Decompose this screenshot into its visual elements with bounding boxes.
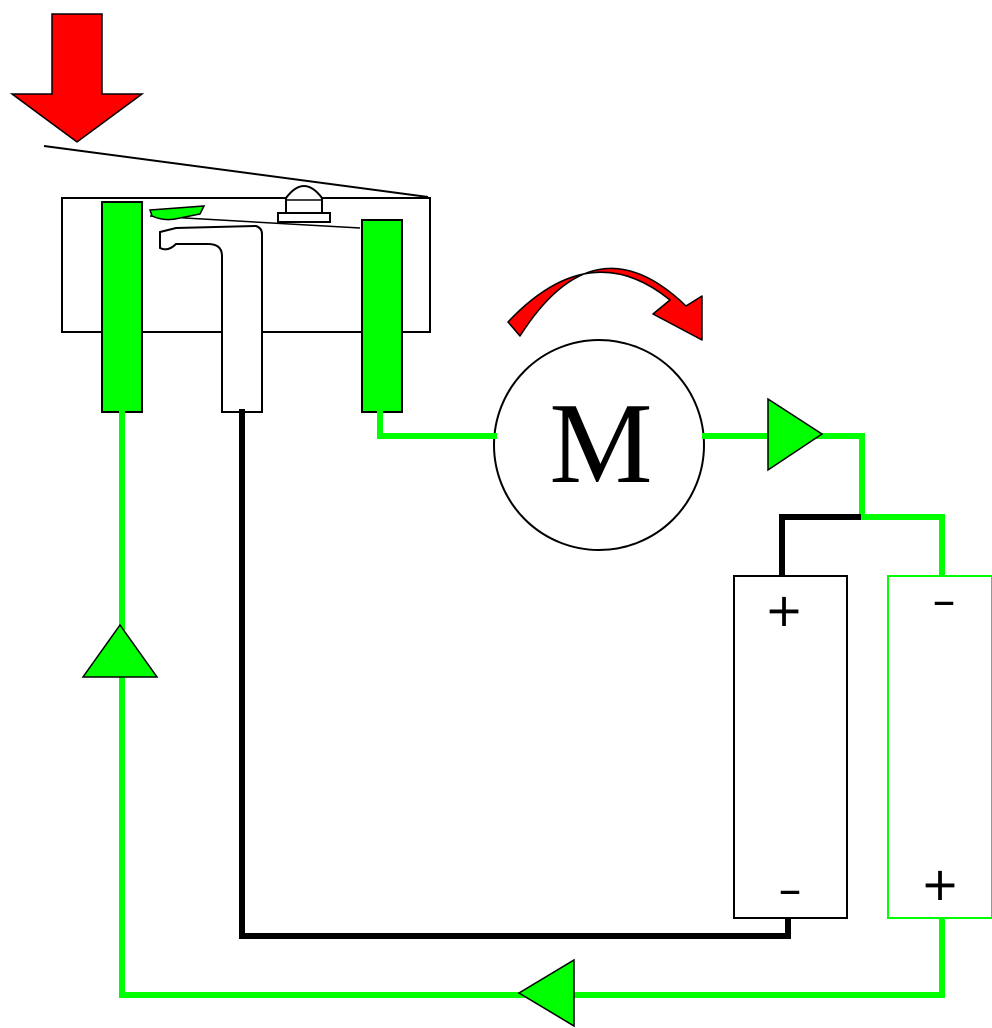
current-direction-arrow-icon [517, 958, 575, 1028]
normally-closed-contact [159, 224, 263, 413]
normally-open-terminal [361, 219, 403, 413]
wire-junction-to-right-battery [859, 514, 945, 579]
wire-junction-to-left-battery [779, 514, 861, 579]
clockwise-rotation-arrow-icon [507, 267, 703, 341]
current-direction-arrow-icon [81, 623, 159, 678]
wire-switch-to-motor [377, 409, 497, 439]
common-terminal [101, 201, 143, 413]
wire-left-battery-to-nc-terminal [239, 409, 791, 939]
battery-right [887, 575, 992, 919]
battery-left [733, 575, 848, 919]
battery-right-bottom-terminal-label: + [921, 857, 960, 911]
battery-right-top-terminal-label: – [933, 573, 956, 627]
contact-spring [149, 215, 361, 229]
battery-left-top-terminal-label: + [765, 583, 804, 637]
switch-lever [43, 145, 429, 198]
press-down-arrow-icon [9, 13, 145, 143]
battery-left-bottom-terminal-label: – [779, 862, 802, 916]
moving-contact [148, 205, 206, 221]
current-direction-arrow-icon [767, 397, 824, 472]
wire-motor-to-junction [702, 433, 865, 520]
switch-plunger [277, 185, 331, 223]
motor-label: M [549, 380, 652, 508]
motor [493, 339, 705, 551]
